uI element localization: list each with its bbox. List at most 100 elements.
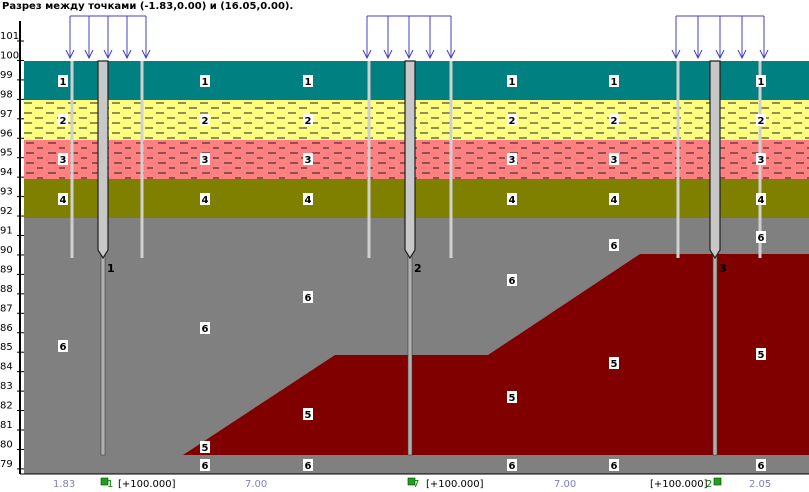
layer-label-3: 3: [200, 153, 210, 166]
elevation-tick-label: 101: [0, 31, 19, 42]
distance-axis-label: 1.83: [53, 479, 75, 490]
layer-label-2: 2: [303, 114, 313, 127]
elevation-tick-label: 88: [0, 284, 13, 295]
layer-label-6: 6: [507, 274, 517, 287]
elevation-tick-label: 87: [0, 303, 13, 314]
distance-axis-label: 7: [413, 479, 419, 490]
load-arrow: [103, 16, 113, 60]
svg-text:6: 6: [758, 233, 765, 244]
side-borehole-line: [449, 61, 453, 258]
svg-text:4: 4: [202, 195, 209, 206]
layer-label-4: 4: [200, 193, 210, 206]
borehole-label-1: 1: [107, 262, 115, 275]
layer-label-6: 6: [200, 322, 210, 335]
elevation-tick-label: 92: [0, 206, 13, 217]
elevation-tick-label: 85: [0, 342, 13, 353]
svg-text:5: 5: [611, 359, 618, 370]
svg-text:1: 1: [509, 77, 516, 88]
borehole-shaft-2: [407, 249, 413, 456]
layer-label-3: 3: [58, 153, 68, 166]
svg-text:3: 3: [202, 155, 209, 166]
layer-label-6: 6: [609, 459, 619, 472]
svg-text:5: 5: [202, 443, 209, 454]
layer-label-2: 2: [756, 114, 766, 127]
svg-text:2: 2: [305, 116, 312, 127]
layer-label-6: 6: [303, 459, 313, 472]
elevation-tick-label: 95: [0, 148, 13, 159]
layer-label-2: 2: [58, 114, 68, 127]
elevation-tick-label: 100: [0, 50, 19, 61]
distance-axis-label: 1: [107, 479, 113, 490]
svg-text:3: 3: [509, 155, 516, 166]
load-arrow: [84, 16, 94, 60]
elevation-tick-label: 98: [0, 89, 13, 100]
layer-label-4: 4: [507, 193, 517, 206]
side-borehole-line: [140, 61, 144, 258]
elevation-tick-label: 84: [0, 362, 13, 373]
layer-label-1: 1: [507, 75, 517, 88]
borehole-label-3: 3: [719, 262, 727, 275]
layer-label-1: 1: [609, 75, 619, 88]
layer-label-4: 4: [756, 193, 766, 206]
surface-load-arrows: [65, 15, 769, 60]
layer-label-6: 6: [756, 459, 766, 472]
elevation-tick-label: 99: [0, 70, 13, 81]
svg-text:4: 4: [758, 195, 765, 206]
svg-text:6: 6: [509, 276, 516, 287]
point-marker: [713, 477, 722, 486]
svg-text:6: 6: [60, 342, 67, 353]
svg-text:1: 1: [202, 77, 209, 88]
layer-label-6: 6: [58, 340, 68, 353]
layer-label-6: 6: [507, 459, 517, 472]
layer-label-3: 3: [756, 153, 766, 166]
elevation-tick-label: 86: [0, 323, 13, 334]
svg-text:1: 1: [305, 77, 312, 88]
load-arrow: [383, 16, 393, 60]
pile-2: [404, 60, 416, 260]
svg-text:1: 1: [758, 77, 765, 88]
layer-label-1: 1: [756, 75, 766, 88]
load-arrow: [122, 16, 132, 60]
load-arrow: [425, 16, 435, 60]
svg-text:5: 5: [758, 350, 765, 361]
layer-label-6: 6: [756, 231, 766, 244]
load-arrow: [671, 16, 681, 60]
elevation-tick-label: 97: [0, 109, 13, 120]
layer-label-1: 1: [303, 75, 313, 88]
svg-text:6: 6: [202, 324, 209, 335]
layer-label-4: 4: [609, 193, 619, 206]
svg-text:1: 1: [60, 77, 67, 88]
load-arrow: [362, 16, 372, 60]
elevation-tick-label: 81: [0, 420, 13, 431]
layer-label-2: 2: [200, 114, 210, 127]
elevation-tick-label: 80: [0, 439, 13, 450]
load-arrow: [715, 16, 725, 60]
layer-label-6: 6: [200, 459, 210, 472]
side-borehole-line: [70, 61, 74, 258]
svg-text:1: 1: [611, 77, 618, 88]
elevation-tick-label: 79: [0, 459, 13, 470]
layer-label-1: 1: [200, 75, 210, 88]
svg-text:6: 6: [611, 461, 618, 472]
svg-text:6: 6: [611, 241, 618, 252]
svg-text:2: 2: [611, 116, 618, 127]
point-marker: [100, 477, 109, 486]
svg-text:3: 3: [758, 155, 765, 166]
elevation-tick-label: 83: [0, 381, 13, 392]
svg-text:2: 2: [509, 116, 516, 127]
layer-label-5: 5: [303, 408, 313, 421]
distance-axis-label: 7.00: [245, 479, 267, 490]
elevation-tick-label: 94: [0, 167, 13, 178]
borehole-shaft-3: [712, 249, 718, 456]
load-arrow: [737, 16, 747, 60]
layer-label-5: 5: [507, 391, 517, 404]
layer-label-5: 5: [609, 357, 619, 370]
load-arrow: [65, 16, 75, 60]
load-arrow: [759, 16, 769, 60]
pile-1: [97, 60, 109, 260]
layer-label-2: 2: [609, 114, 619, 127]
layer-label-6: 6: [303, 291, 313, 304]
